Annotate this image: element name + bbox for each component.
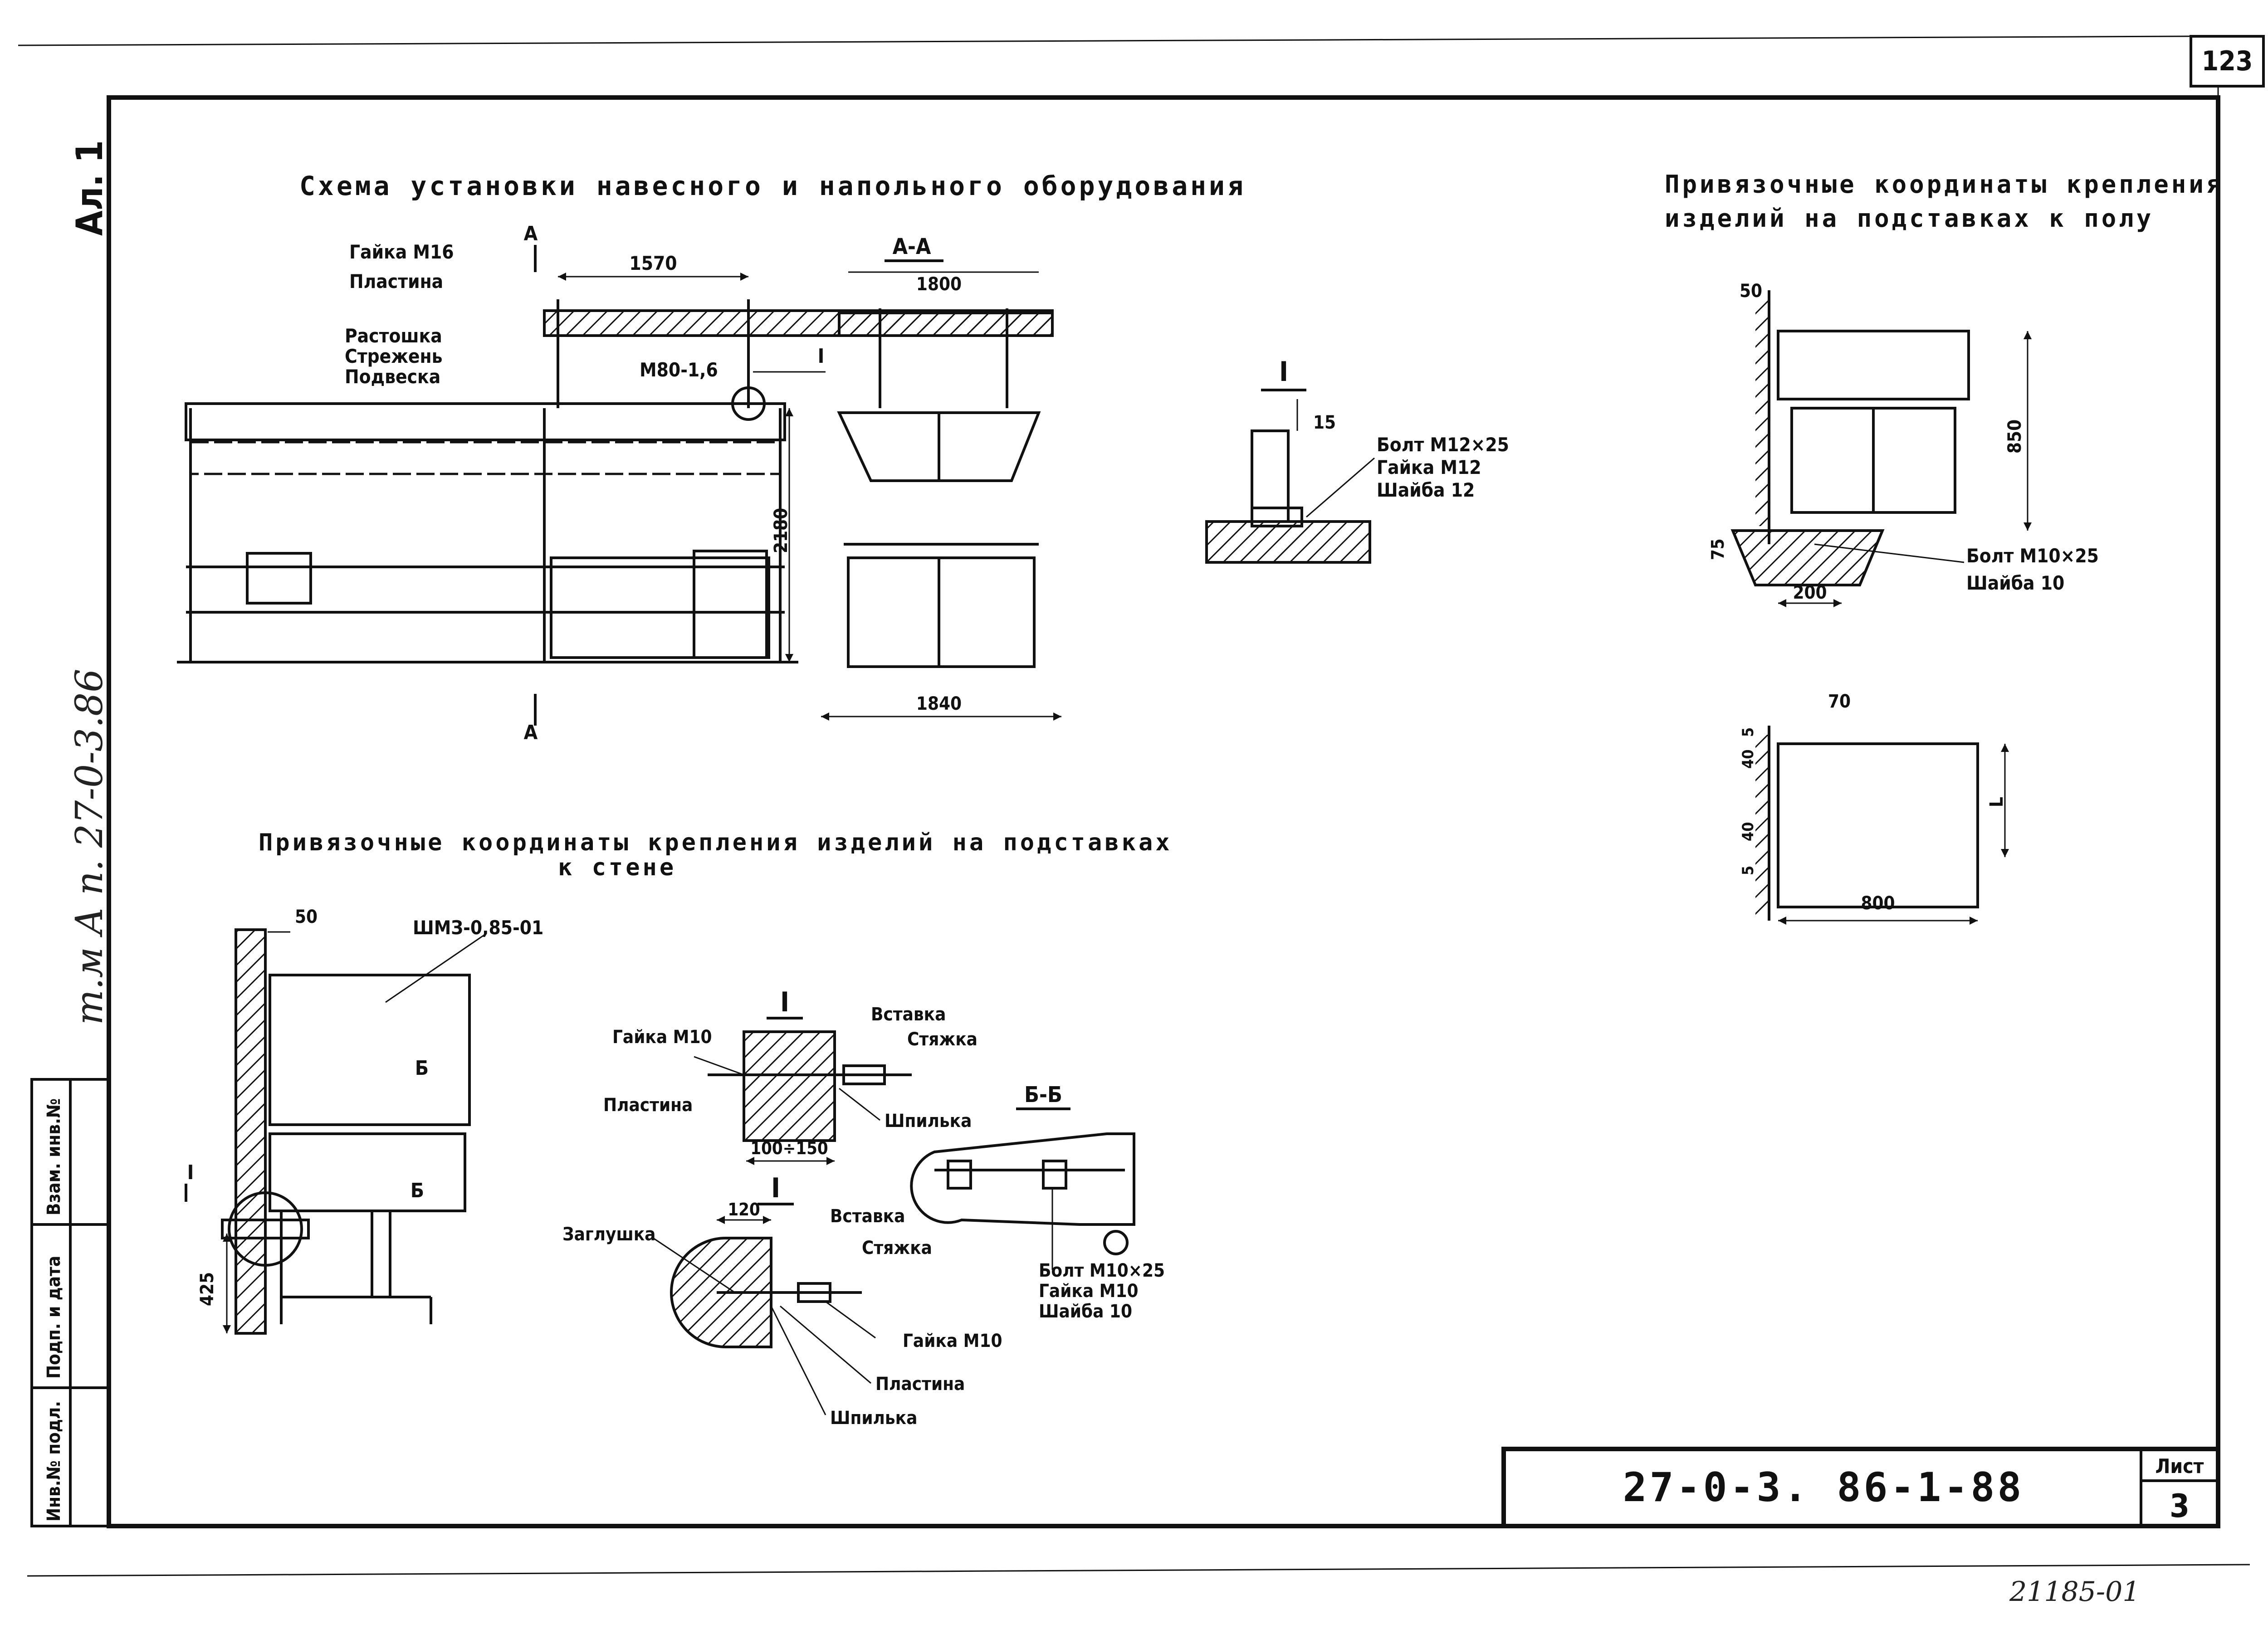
section-wall-title-1: Привязочные координаты крепления изделий…	[259, 829, 1173, 856]
section-wall-title-2: к стене	[558, 854, 676, 881]
detail-i-shaiba-12: Шайба 12	[1377, 479, 1475, 501]
side-label: Ал. 1	[68, 140, 111, 236]
detail-wall-top-vstavka: Вставка	[871, 1004, 946, 1025]
stamp-cell-inv: Инв.№ подл.	[44, 1401, 64, 1522]
floor-dim-L: L	[1986, 797, 2007, 807]
floor-dim-40a: 40	[1739, 749, 1757, 769]
floor-dim-850: 850	[2004, 419, 2025, 454]
wall-dim-50: 50	[295, 907, 318, 927]
floor-dim-50: 50	[1740, 281, 1762, 302]
floor-dim-70: 70	[1828, 691, 1851, 712]
wall-product-label: ШМЗ-0,85-01	[413, 917, 543, 939]
floor-dim-800: 800	[1861, 893, 1895, 914]
detail-wall-bottom-gaika: Гайка М10	[903, 1331, 1002, 1351]
section-hanging-title: Схема установки навесного и напольного о…	[299, 171, 1246, 201]
sheet-frame	[18, 35, 2265, 1577]
dim-1840: 1840	[916, 693, 962, 714]
bb-gaika-m10: Гайка М10	[1039, 1281, 1139, 1302]
floor-dim-200: 200	[1793, 582, 1827, 603]
wall-mark-b-bottom: Б	[411, 1179, 424, 1202]
label-m80: М80-1,6	[640, 359, 718, 381]
bb-shaiba-10: Шайба 10	[1039, 1301, 1132, 1322]
detail-wall-top-drawing	[694, 1017, 912, 1165]
detail-wall-top-shpilka: Шпилька	[885, 1111, 972, 1132]
detail-wall-bottom-plastina: Пластина	[875, 1374, 965, 1395]
section-mark-bottom: А	[524, 721, 538, 744]
floor-shaiba-10: Шайба 10	[1966, 572, 2064, 594]
wall-mount-drawing	[185, 928, 486, 1335]
wall-mark-i: I	[187, 1161, 194, 1184]
detail-i-dim-15: 15	[1313, 412, 1336, 433]
detail-wall-bottom-mark: I	[771, 1172, 780, 1204]
section-bb-title: Б-Б	[1024, 1082, 1062, 1107]
section-aa-title: А-А	[893, 234, 931, 259]
detail-wall-top-plastina: Пластина	[603, 1095, 693, 1116]
title-block	[1501, 1447, 2220, 1528]
dim-1800: 1800	[916, 274, 962, 295]
section-mark-top: А	[524, 222, 538, 245]
label-rastoshka: Растошка	[345, 325, 442, 347]
floor-mount-drawing	[1730, 290, 2032, 925]
page-number: 123	[2202, 45, 2253, 77]
wall-mark-b-top: Б	[415, 1057, 429, 1080]
wall-dim-425: 425	[197, 1272, 218, 1306]
label-plastina: Пластина	[349, 270, 443, 293]
stamp-cell-sign: Подп. и дата	[44, 1256, 64, 1379]
label-podveska: Подвеска	[345, 366, 440, 388]
section-floor-title-2: изделий на подставках к полу	[1665, 204, 2154, 233]
detail-i-bolt-drawing	[1205, 389, 1375, 564]
section-aa-drawing	[821, 259, 1061, 721]
stamp-strip	[30, 1078, 110, 1527]
archive-number: 21185-01	[2009, 1576, 2140, 1608]
label-gaika-m16: Гайка М16	[349, 241, 454, 263]
detail-wall-bottom-drawing	[653, 1203, 876, 1415]
floor-dim-5a: 5	[1739, 727, 1757, 737]
list-label: Лист	[2155, 1455, 2204, 1478]
floor-dim-40b: 40	[1739, 822, 1757, 841]
detail-i-bolt-m12: Болт М12×25	[1377, 434, 1509, 456]
floor-bolt-m10: Болт М10×25	[1966, 545, 2099, 567]
section-bb-drawing	[910, 1107, 1135, 1270]
detail-wall-bottom-zaglushka: Заглушка	[562, 1224, 655, 1245]
section-floor-title-1: Привязочные координаты крепления	[1665, 170, 2224, 199]
bb-bolt-m10: Болт М10×25	[1039, 1260, 1165, 1281]
detail-wall-bottom-dim: 120	[728, 1200, 760, 1219]
floor-dim-5b: 5	[1739, 866, 1757, 875]
detail-i-mark: I	[1279, 356, 1288, 388]
detail-wall-top-mark: I	[780, 986, 789, 1018]
detail-wall-bottom-vstavka: Вставка	[830, 1206, 905, 1227]
dim-1570: 1570	[629, 252, 677, 274]
detail-wall-top-gaika: Гайка М10	[612, 1027, 712, 1048]
detail-wall-bottom-styazhka: Стяжка	[862, 1238, 932, 1258]
detail-wall-top-dim: 100÷150	[750, 1138, 828, 1158]
detail-wall-bottom-shpilka: Шпилька	[830, 1408, 917, 1429]
label-sterzhen: Стрежень	[345, 345, 443, 367]
list-number: 3	[2170, 1488, 2190, 1525]
dim-2180: 2180	[771, 508, 792, 553]
detail-i-gaika-m12: Гайка М12	[1377, 456, 1481, 478]
document-code: 27-0-3. 86-1-88	[1623, 1464, 2024, 1511]
floor-dim-75: 75	[1708, 538, 1728, 560]
detail-wall-top-styazhka: Стяжка	[907, 1029, 978, 1050]
stamp-cell-replace: Взам. инв.№	[44, 1098, 64, 1215]
detail-mark-front: I	[818, 345, 825, 368]
side-code: т.м А п. 27-0-3.86	[68, 669, 111, 1025]
